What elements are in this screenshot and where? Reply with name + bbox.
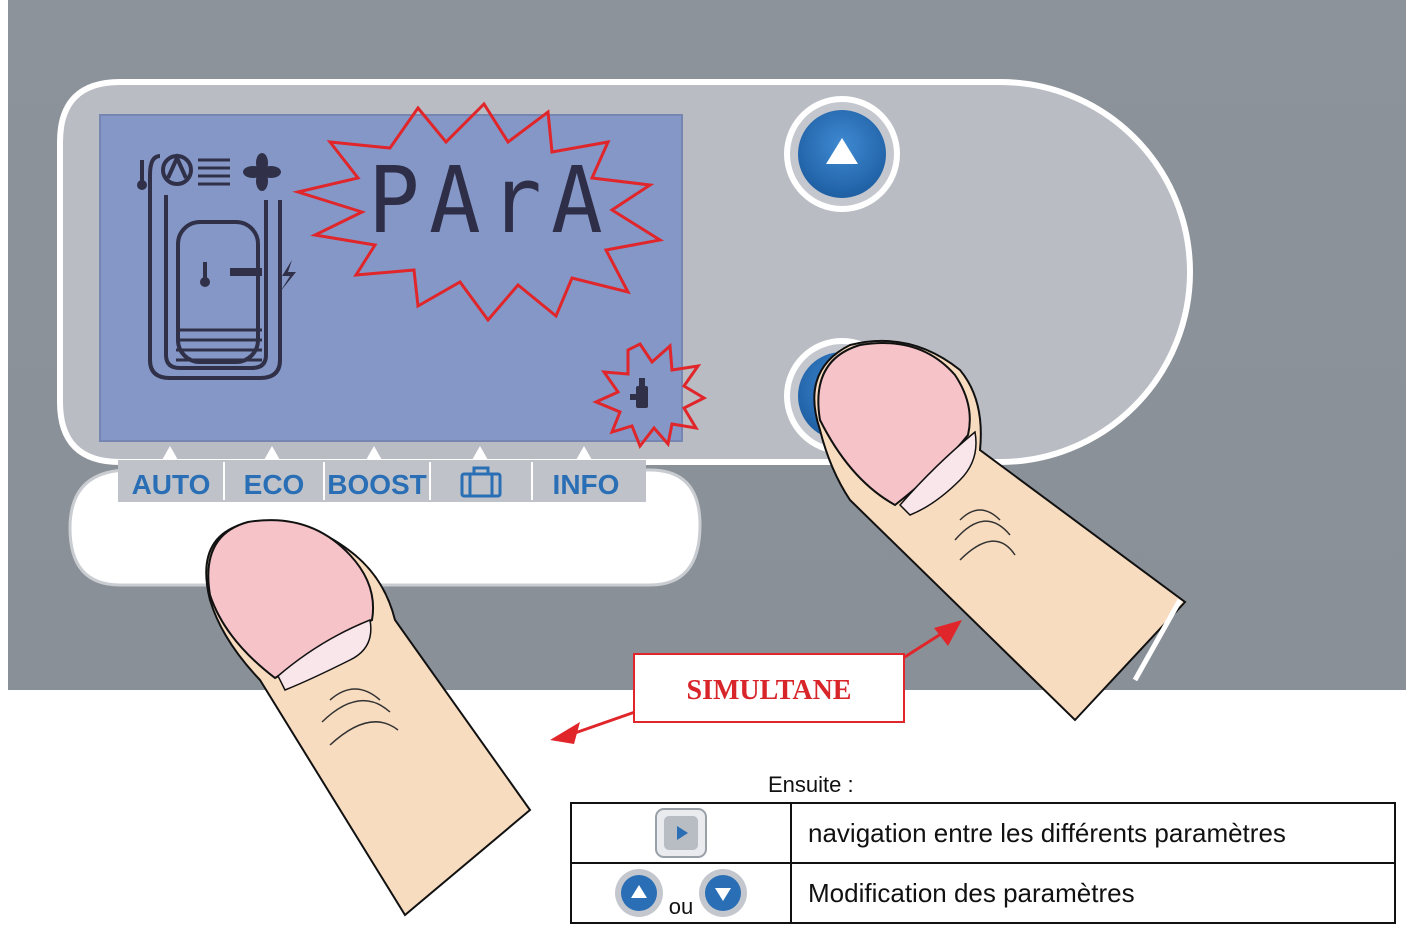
simultane-label: SIMULTANE — [687, 675, 852, 706]
fan-icon — [243, 153, 281, 191]
modification-description: Modification des paramètres — [790, 862, 1396, 924]
table-row: navigation entre les différents paramètr… — [570, 802, 1396, 864]
boiler-pictogram-icon — [148, 153, 282, 380]
tab-boost[interactable]: BOOST — [327, 469, 427, 500]
tab-auto[interactable]: AUTO — [132, 469, 211, 500]
tab-eco[interactable]: ECO — [244, 469, 305, 500]
instructions-table: navigation entre les différents paramètr… — [570, 802, 1396, 924]
triangle-up-icon — [826, 138, 858, 164]
right-arrow-button-icon — [655, 808, 707, 858]
lightning-icon — [280, 260, 296, 292]
table-row: ou Modification des paramètres — [570, 862, 1396, 924]
simultane-callout — [550, 620, 962, 744]
icon-cell: ou — [570, 862, 792, 924]
left-finger-illustration — [205, 519, 532, 917]
down-button-icon — [699, 869, 748, 917]
lcd-code-text: PArA — [368, 147, 612, 254]
lcd-screen — [100, 115, 682, 441]
icon-cell — [570, 802, 792, 864]
thermometer-icon — [137, 160, 210, 287]
mode-tab-bar — [118, 446, 646, 502]
up-button-icon — [614, 869, 663, 917]
up-button[interactable] — [784, 96, 900, 212]
instructions-heading: Ensuite : — [768, 772, 854, 797]
suitcase-icon[interactable] — [460, 466, 502, 498]
service-starburst — [592, 342, 708, 449]
wrench-icon — [630, 378, 648, 408]
code-starburst — [292, 101, 665, 323]
tab-info[interactable]: INFO — [553, 469, 620, 500]
right-finger-illustration — [813, 339, 1187, 722]
navigation-description: navigation entre les différents paramètr… — [790, 802, 1396, 864]
connector-text: ou — [668, 893, 694, 919]
